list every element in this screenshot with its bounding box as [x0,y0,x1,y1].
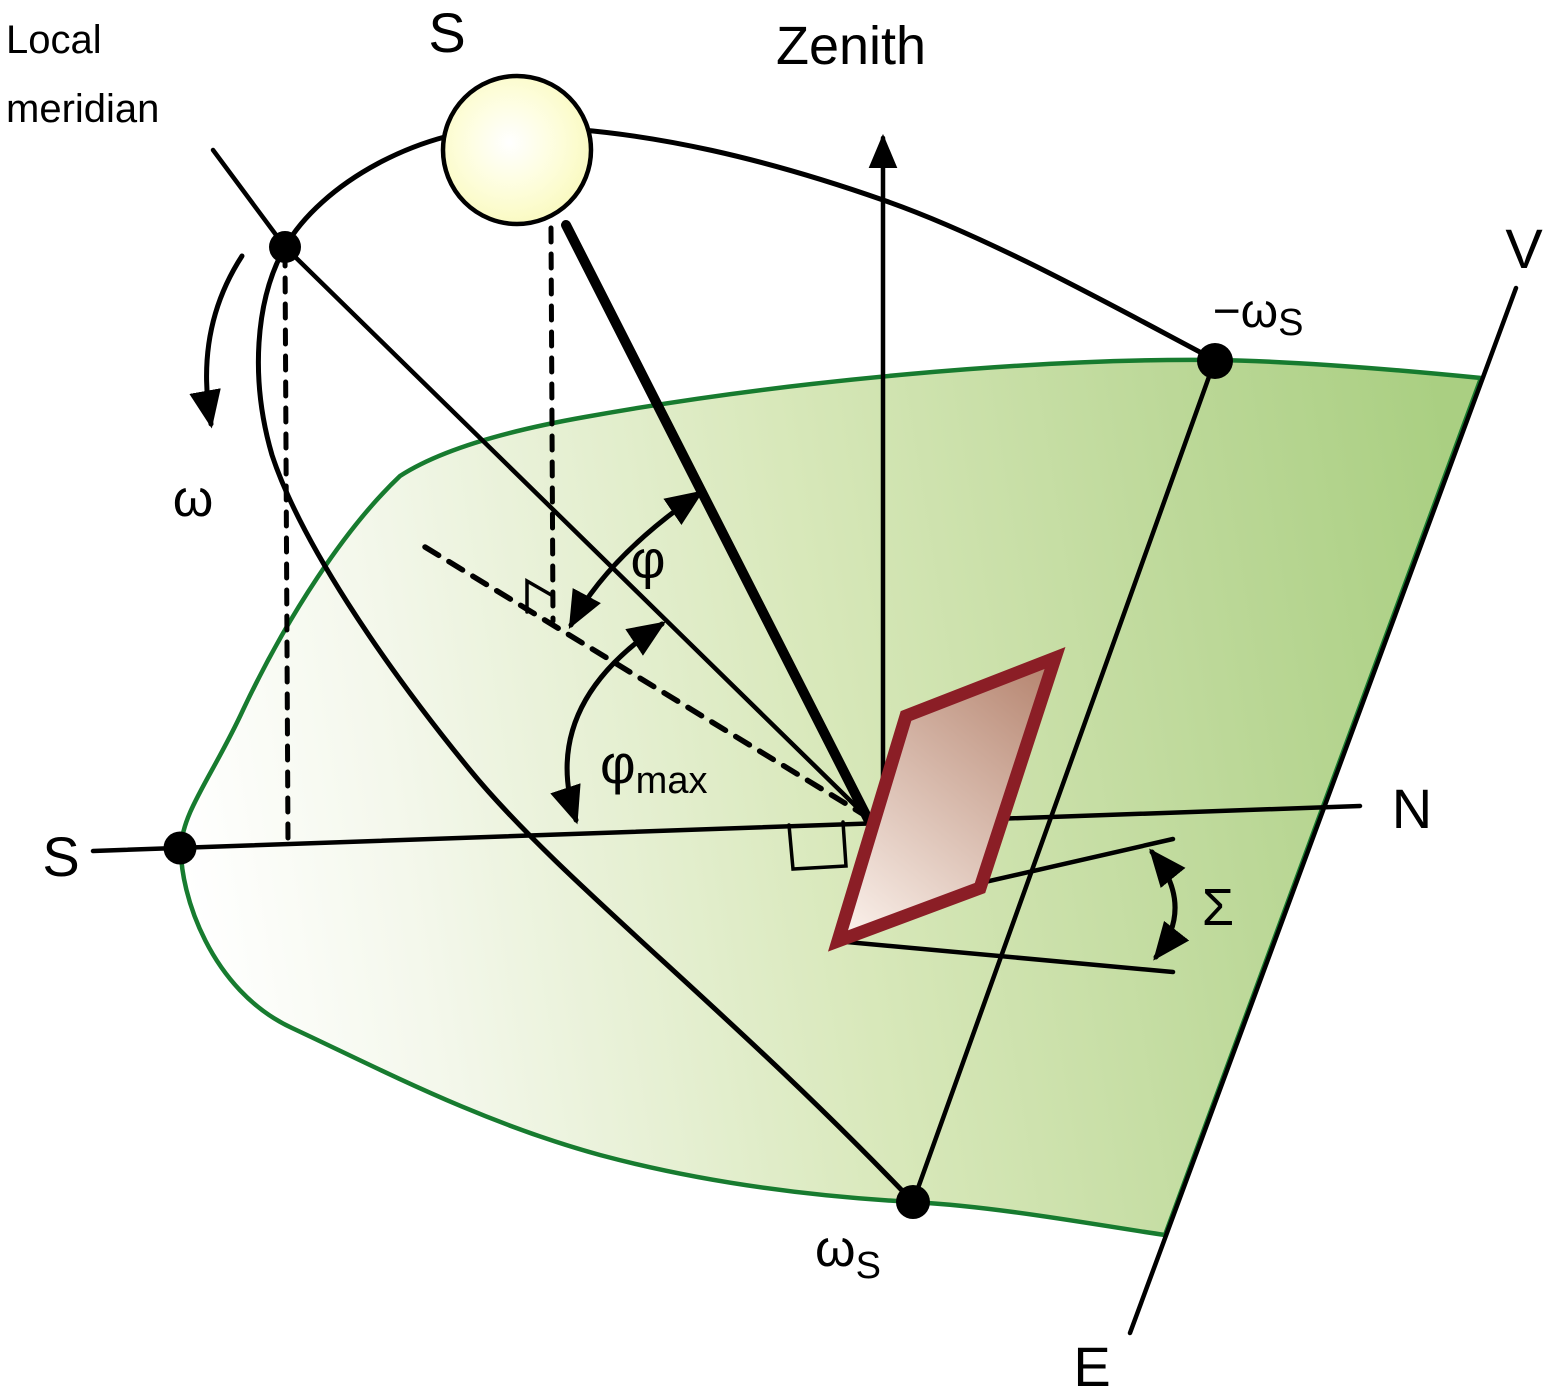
sigma-angle-arrow [1149,848,1190,961]
sun-vertical-projection-dashed [548,225,556,624]
right-angle-marker-projection [525,577,555,614]
south-north-axis [90,803,1363,854]
omega-rotation-arrow [189,253,245,429]
label-zenith: Zenith [776,16,926,76]
sunrise-sunset-chord [910,357,1218,1205]
label-phi: φ [630,530,665,590]
label-local-meridian-line2: meridian [6,87,159,131]
dot-meridian-crossing [269,231,301,263]
sun-ray [561,220,873,824]
label-omega-s: ωS [815,1220,881,1287]
label-east: E [1073,1335,1110,1389]
ground-reference-line [833,938,1176,975]
label-sigma: Σ [1202,879,1234,937]
label-v-axis: V [1505,217,1543,280]
v-e-axis [1127,285,1519,1336]
dot-south-horizon [163,831,197,865]
solar-panel [827,646,1066,952]
label-sun-s: S [428,1,465,64]
label-north: N [1392,777,1432,840]
dot-neg-omega-s [1197,343,1233,379]
sun [440,73,594,227]
phi-max-angle-arrow [550,621,666,825]
label-local-meridian-line1: Local [6,18,102,62]
meridian-vertical-projection-dashed [282,249,291,846]
labels-layer: Local meridian S Zenith −ωS V ω φ φmax S… [6,1,1543,1389]
right-angle-marker-origin [787,820,848,871]
dot-omega-s [896,1185,930,1219]
label-omega: ω [173,470,214,528]
label-phi-max: φmax [600,733,707,802]
label-neg-omega-s: −ωS [1213,285,1304,344]
label-south: S [42,825,79,888]
phi-angle-arrow [568,490,704,630]
